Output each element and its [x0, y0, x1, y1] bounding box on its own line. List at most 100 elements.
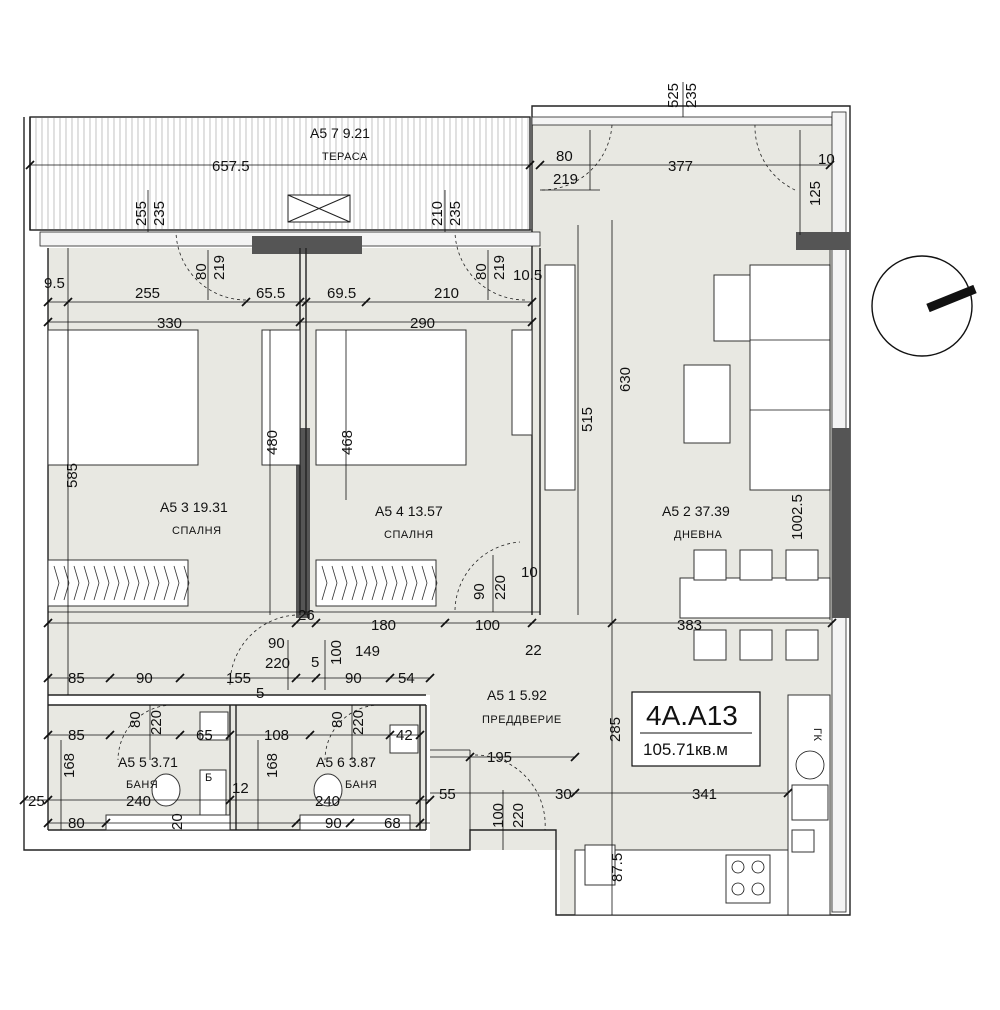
- dim-label: 12: [232, 780, 249, 797]
- dim-label: 80: [473, 263, 490, 280]
- room-name-hall: ПРЕДДВЕРИЕ: [482, 714, 562, 726]
- dim-label: 630: [617, 367, 634, 392]
- dim-label: 180: [371, 617, 396, 634]
- bed-1: [47, 329, 199, 466]
- coffee-table: [683, 364, 731, 444]
- dim-label: 149: [355, 643, 380, 660]
- dim-label: 80: [193, 263, 210, 280]
- column-right: [796, 232, 850, 250]
- dim-label: 219: [491, 255, 508, 280]
- dim-label: 108: [264, 727, 289, 744]
- room-name-bedroom-1: СПАЛНЯ: [172, 525, 222, 537]
- room-name-terrace: ТЕРАСА: [322, 151, 368, 163]
- dim-label: 235: [151, 201, 168, 226]
- dim-label: 80: [68, 815, 85, 832]
- dim-label: 100: [475, 617, 500, 634]
- dim-label: 657.5: [212, 158, 250, 175]
- dim-label: 168: [264, 753, 281, 778]
- terrace: [29, 116, 531, 231]
- dim-label: 87.5: [609, 853, 626, 882]
- dim-label: 220: [492, 575, 509, 600]
- wardrobe-1: [261, 329, 301, 466]
- dim-label: 240: [126, 793, 151, 810]
- dim-label: 54: [398, 670, 415, 687]
- unit-code: 4A.A13: [646, 700, 738, 731]
- chair: [693, 549, 727, 581]
- dim-label: 155: [226, 670, 251, 687]
- dim-label: 25: [28, 793, 45, 810]
- dim-label: 255: [135, 285, 160, 302]
- room-id-terrace: А5 7 9.21: [310, 125, 370, 141]
- door-swings: [117, 124, 796, 831]
- dim-label: 240: [315, 793, 340, 810]
- room-id-hall: А5 1 5.92: [487, 687, 547, 703]
- dim-label: 30: [555, 786, 572, 803]
- unit-info-box: 4A.A13 105.71кв.м: [631, 691, 761, 767]
- kitchen-sink: [791, 784, 829, 821]
- north-arrow-icon: [871, 255, 977, 357]
- dim-label: 85: [68, 727, 85, 744]
- dim-label: 525: [665, 83, 682, 108]
- unit-area: 105.71кв.м: [643, 740, 728, 759]
- dim-label: 5: [256, 685, 264, 702]
- dim-label: 65: [196, 727, 213, 744]
- toilet-2: [313, 773, 343, 807]
- dim-label: 26: [298, 607, 315, 624]
- dim-label: 5: [311, 654, 319, 671]
- dim-label: 195: [487, 749, 512, 766]
- dim-label: 377: [668, 158, 693, 175]
- dim-label: 585: [64, 463, 81, 488]
- dim-label: 85: [68, 670, 85, 687]
- dim-label: 100: [328, 640, 345, 665]
- dim-label: 22: [525, 642, 542, 659]
- dim-label: 468: [339, 430, 356, 455]
- hob: [725, 854, 771, 904]
- room-name-bath-1: БАНЯ: [126, 779, 158, 791]
- dim-label: 10: [818, 151, 835, 168]
- furniture: [47, 264, 831, 916]
- bed-2: [315, 329, 467, 466]
- boiler-label: Б: [205, 772, 213, 784]
- dim-label: 90: [268, 635, 285, 652]
- dim-label: 330: [157, 315, 182, 332]
- washbasin-2: [389, 724, 419, 754]
- dim-label: 235: [447, 201, 464, 226]
- dim-label: 383: [677, 617, 702, 634]
- dim-label: 10.5: [513, 267, 542, 284]
- dim-label: 42: [396, 727, 413, 744]
- dim-label: 220: [510, 803, 527, 828]
- dim-label: 55: [439, 786, 456, 803]
- dim-label: 219: [211, 255, 228, 280]
- dim-label: 9.5: [44, 275, 65, 292]
- sofa-arm: [713, 274, 751, 342]
- chair: [693, 629, 727, 661]
- dim-label: 220: [148, 710, 165, 735]
- dim-label: 80: [329, 711, 346, 728]
- dim-label: 255: [133, 201, 150, 226]
- dim-label: 168: [61, 753, 78, 778]
- room-id-bath-2: А5 6 3.87: [316, 754, 376, 770]
- dimension-labels: 525 235 657.5 80 219 377 10 125 255 235 …: [28, 83, 835, 882]
- wardrobe-2: [511, 329, 533, 436]
- room-id-living: А5 2 37.39: [662, 503, 730, 519]
- tv-unit: [544, 264, 576, 491]
- dim-label: 90: [325, 815, 342, 832]
- dim-label: 210: [434, 285, 459, 302]
- dim-label: 125: [807, 181, 824, 206]
- dim-label: 480: [264, 430, 281, 455]
- dishwasher: [791, 829, 815, 853]
- dim-label: 68: [384, 815, 401, 832]
- sink-round: [795, 750, 825, 780]
- dim-label: 80: [556, 148, 573, 165]
- fridge: [584, 844, 616, 886]
- room-id-bedroom-2: А5 4 13.57: [375, 503, 443, 519]
- dim-label: 219: [553, 171, 578, 188]
- room-name-living: ДНЕВНА: [674, 529, 723, 541]
- dim-label: 80: [127, 711, 144, 728]
- walls: [23, 105, 851, 916]
- dim-label: 20: [169, 813, 186, 830]
- bathtub-2: [299, 814, 411, 831]
- boiler-1: [199, 769, 227, 816]
- toilet-1: [151, 773, 181, 807]
- room-labels: А5 7 9.21 ТЕРАСА А5 3 19.31 СПАЛНЯ А5 4 …: [118, 125, 823, 791]
